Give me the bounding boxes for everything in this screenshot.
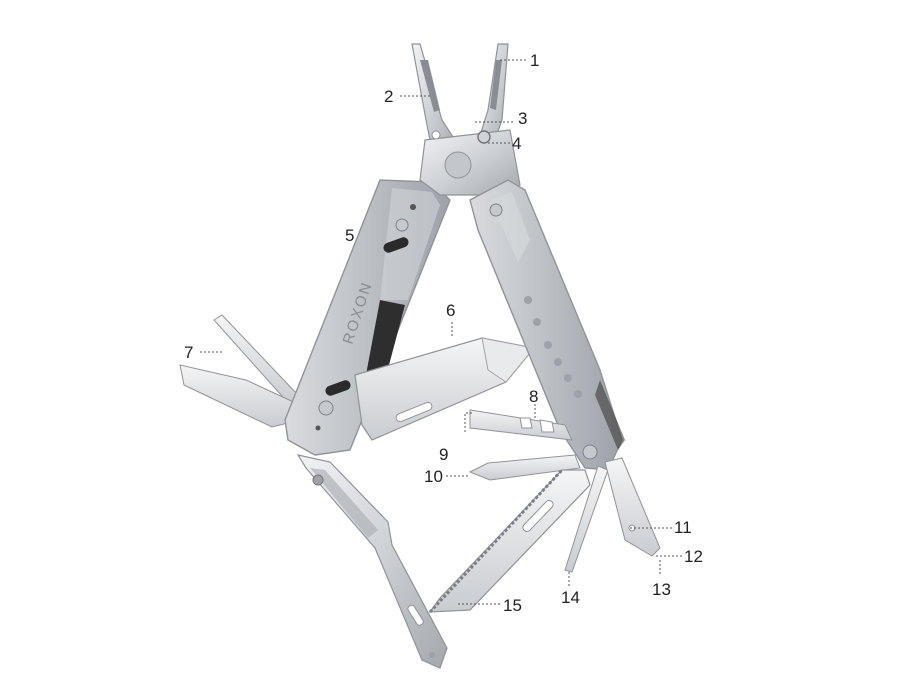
callout-label-8: 8 [529,387,538,406]
callout-label-10: 10 [424,467,443,486]
scissors-tool [179,314,301,428]
callout-8: 8 [529,387,538,420]
lower-knife-arm [296,454,448,669]
knife-blade [354,337,536,441]
callout-4: 4 [488,134,521,153]
callout-1: 1 [500,51,539,70]
callout-14: 14 [561,572,580,607]
callout-label-5: 5 [345,226,354,245]
callout-label-1: 1 [530,51,539,70]
callout-label-12: 12 [684,547,703,566]
callout-13: 13 [652,560,671,599]
callout-12: 12 [656,547,703,566]
callout-label-13: 13 [652,580,671,599]
callout-7: 7 [184,343,222,362]
file-tool [604,457,661,557]
callout-11: 11 [630,518,692,537]
callout-9: 9 [439,412,472,464]
callout-label-7: 7 [184,343,193,362]
callout-5: 5 [345,226,354,245]
saw-blade [428,468,591,614]
callout-2: 2 [384,87,432,106]
callout-6: 6 [446,301,455,338]
callout-label-4: 4 [512,134,521,153]
callout-15: 15 [458,596,522,615]
left-handle: ROXON [284,179,451,456]
callout-label-2: 2 [384,87,393,106]
pliers-jaws [411,43,521,196]
right-handle [469,179,625,471]
callout-label-3: 3 [518,109,527,128]
callout-10: 10 [424,467,468,486]
callout-label-9: 9 [439,445,448,464]
callout-3: 3 [475,109,527,128]
opener-tool [469,409,573,441]
callout-label-11: 11 [674,518,692,537]
callout-label-15: 15 [503,596,522,615]
callout-label-6: 6 [446,301,455,320]
callout-label-14: 14 [561,588,580,607]
phillips-driver [468,454,581,481]
